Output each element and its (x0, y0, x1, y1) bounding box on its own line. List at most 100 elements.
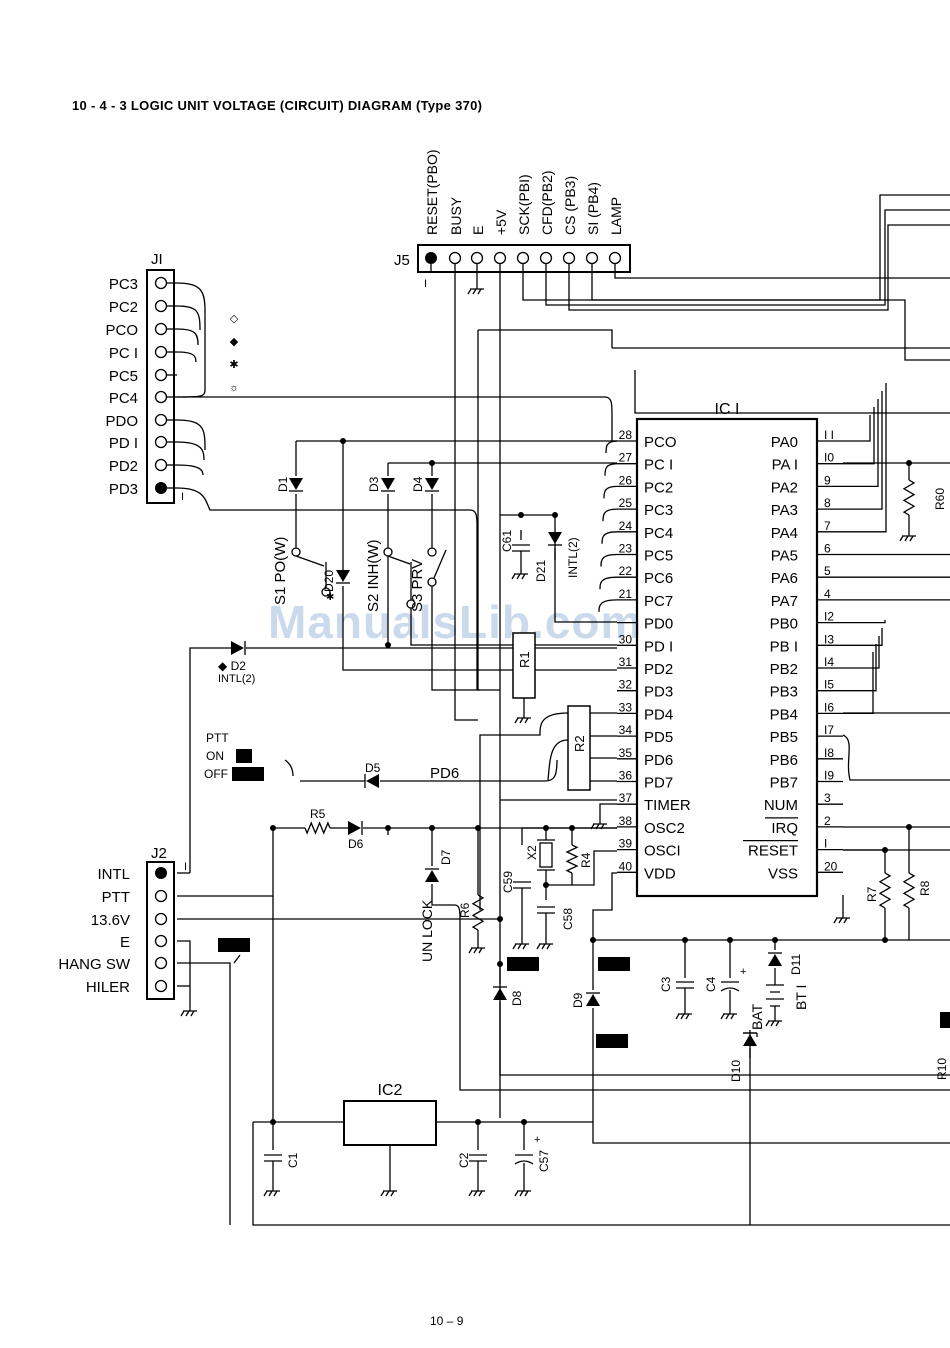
c1-label: C1 (286, 1152, 300, 1168)
j5-pin-label-5v: +5V (493, 209, 509, 235)
c57-label: C57 (537, 1150, 551, 1172)
ic1-pin-num-25: 25 (619, 496, 633, 510)
junction-dot (521, 1119, 527, 1125)
d2-note: INTL(2) (218, 673, 255, 685)
c57-plus: + (534, 1134, 540, 1146)
wire (843, 399, 879, 488)
wire (295, 555, 325, 567)
junction-dot (772, 937, 778, 943)
battery-cells (766, 984, 784, 1007)
j5-label: J5 (394, 252, 410, 269)
d4-label: D4 (411, 476, 425, 492)
d10-zener-bar (743, 1032, 758, 1037)
d11-label: D11 (789, 954, 803, 975)
wire (843, 620, 886, 624)
ic1-pin-pc5: PC5 (644, 548, 673, 565)
ic1-pin-num-33: 33 (619, 700, 633, 714)
wire (599, 803, 617, 818)
s2-terminal (383, 547, 393, 557)
d20-diode (336, 570, 350, 582)
wire (176, 464, 204, 476)
x2-crystal-plates (537, 839, 555, 871)
s3-terminal-2 (427, 577, 437, 587)
wire (598, 599, 618, 612)
j5-pin-7 (562, 251, 576, 265)
ic1-pin-num-34: 34 (619, 723, 633, 737)
ic1-pin-num-35: 35 (619, 746, 633, 760)
d1-label: D1 (276, 476, 290, 492)
j1-connector-body (146, 269, 175, 504)
r5-label: R5 (310, 807, 326, 821)
c61-label: C61 (500, 530, 514, 552)
d4-diode (425, 478, 439, 490)
junction-dot (429, 460, 435, 466)
junction-dot (906, 824, 912, 830)
j1-pin-label-pc5: PC5 (109, 368, 138, 385)
junction-dot (543, 882, 549, 888)
d9-diode (586, 994, 600, 1006)
d10-diode (743, 1034, 757, 1046)
j5-pin-9 (608, 251, 622, 265)
j1-pin-9 (154, 458, 168, 472)
wire (602, 508, 618, 522)
j5-pin-4 (493, 251, 507, 265)
ic1-pin-pa6: PA6 (771, 570, 798, 587)
ic1-pin-num-i5: I5 (824, 678, 834, 692)
j2-pin-label-intl: INTL (97, 866, 130, 883)
j1-pin-10 (155, 482, 167, 494)
wire (843, 652, 874, 715)
voltage-5-0: 5.0 (600, 1034, 617, 1048)
d9-label: D9 (571, 992, 585, 1008)
j1-pin-3 (154, 322, 168, 336)
ground-symbol (720, 1008, 737, 1020)
j1-pin1-mark: I (181, 491, 184, 503)
j1-pin-1 (154, 276, 168, 290)
wire (176, 441, 205, 461)
ic1-pin-pc4: PC4 (644, 525, 673, 542)
ic1-label: IC I (715, 401, 740, 418)
ground-symbol (833, 912, 850, 924)
junction-dot (429, 825, 435, 831)
ic1-body (635, 417, 819, 898)
ptt-label: PTT (206, 731, 229, 745)
junction-dot (475, 825, 481, 831)
j2-pin-label-e: E (120, 934, 130, 951)
wire (477, 330, 500, 691)
j2-pin-4 (154, 934, 168, 948)
j2-pin-6 (154, 979, 168, 993)
c2-label: C2 (457, 1152, 471, 1168)
r8-resistor (902, 872, 916, 909)
voltage-5-0-box (596, 1034, 628, 1048)
ground-symbol (263, 1185, 280, 1197)
junction-dot (475, 1119, 481, 1125)
wire (478, 329, 613, 348)
ic1-pin-num-9: 9 (824, 473, 831, 487)
ic1-pin-irq: IRQ (771, 820, 798, 837)
d5-label: D5 (365, 761, 381, 775)
wire (605, 440, 618, 454)
ic1-pin-num-i9: I9 (824, 769, 834, 783)
ic1-pin-num-4: 4 (824, 587, 831, 601)
bt1-label: BT I (793, 985, 809, 1010)
voltage-4-5-box (598, 957, 630, 971)
d21-label: D21 (534, 560, 548, 582)
x2-crystal (539, 842, 553, 868)
j2-pin-1 (155, 867, 167, 879)
s2-label: S2 INH(W) (365, 540, 382, 613)
ic1-pin-num-39: 39 (619, 837, 633, 851)
ic1-pin-pa2: PA2 (771, 479, 798, 496)
wire (591, 264, 950, 361)
ic1-pin-pb7: PB7 (770, 775, 798, 792)
ptt-off-label: OFF (204, 767, 228, 781)
j1-label: JI (151, 251, 163, 268)
ic1-pin-num-36: 36 (619, 769, 633, 783)
ptt-on-value: 0 (240, 749, 247, 763)
ptt-on-value-box (236, 749, 252, 763)
d2-label: ◆ D2 (218, 659, 246, 673)
j5-pin-label-si-pb4: SI (PB4) (585, 182, 601, 235)
ground-symbol (675, 1008, 692, 1020)
d11-diode (768, 954, 782, 966)
ic1-pin-pa5: PA5 (771, 548, 798, 565)
wire (843, 391, 883, 510)
ic1-pin-num-7: 7 (824, 519, 831, 533)
